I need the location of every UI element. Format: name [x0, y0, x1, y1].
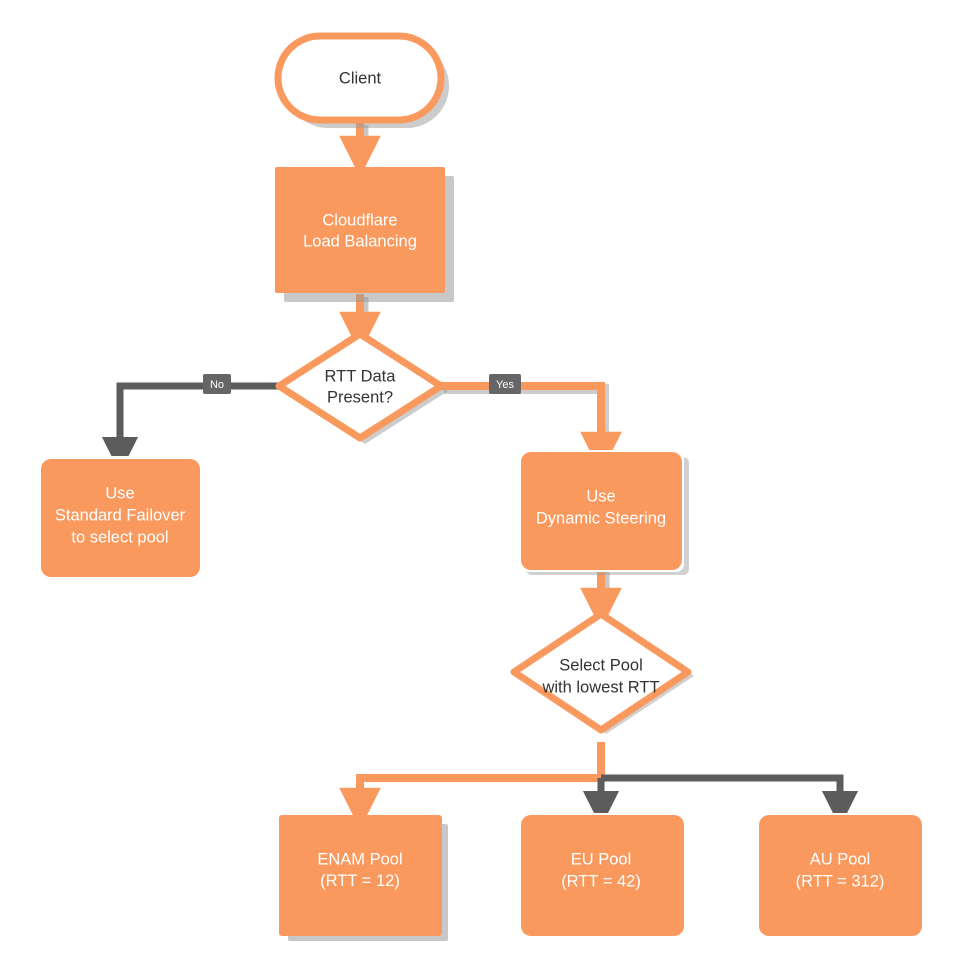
edge-label-box-no — [203, 374, 231, 394]
node-label-select-pool-line2: with lowest RTT — [541, 678, 659, 696]
node-eu-pool[interactable]: EU Pool (RTT = 42) — [519, 813, 686, 938]
edge-line — [601, 774, 859, 828]
edge-line — [339, 742, 605, 830]
edge-select-pool-to-enam-pool — [339, 742, 605, 830]
node-label-dynamic-steering-line1: Use — [586, 487, 615, 505]
node-enam-pool[interactable]: ENAM Pool (RTT = 12) — [279, 815, 448, 941]
edge-dynamic-steering-to-select-pool — [580, 568, 622, 630]
node-label-standard-failover-line2: Standard Failover — [55, 506, 186, 524]
enam-paren-close: ) — [394, 872, 400, 890]
node-label-au-pool-line1: AU Pool — [810, 850, 871, 868]
node-body — [275, 330, 445, 442]
node-label-cloudflare-line1: Cloudflare — [322, 211, 397, 229]
edge-shadow — [444, 384, 609, 455]
node-rtt-data-present[interactable]: RTT Data Present? — [275, 330, 448, 444]
node-label-au-pool-line2: (RTT = 312) — [796, 872, 885, 890]
node-body — [279, 815, 442, 936]
enam-rtt-emphasis: RTT = 12 — [326, 872, 395, 890]
node-body — [510, 610, 692, 734]
node-label-dynamic-steering-line2: Dynamic Steering — [536, 509, 666, 527]
node-label-eu-pool-line2: (RTT = 42) — [561, 872, 641, 890]
node-body — [275, 167, 445, 293]
node-body — [521, 452, 682, 570]
node-body — [759, 815, 922, 936]
edge-line — [438, 382, 622, 474]
edge-label-no: No — [210, 379, 224, 391]
node-body — [274, 32, 445, 124]
node-body — [41, 459, 200, 577]
node-cloudflare-load-balancing[interactable]: Cloudflare Load Balancing — [275, 167, 454, 302]
edge-line — [101, 382, 283, 474]
edge-rtt-decision-yes-to-dynamic-steering: Yes — [438, 374, 622, 474]
node-label-standard-failover-line1: Use — [105, 484, 134, 502]
enam-paren-open: ( — [320, 872, 326, 890]
node-client[interactable]: Client — [274, 32, 449, 128]
node-label-enam-pool-line1: ENAM Pool — [317, 850, 402, 868]
node-body — [521, 815, 684, 936]
edge-client-to-cloudflare — [339, 122, 381, 178]
edge-label-box-yes — [489, 374, 521, 394]
node-label-rtt-present-line2: Present? — [327, 388, 393, 406]
node-label-cloudflare-line2: Load Balancing — [303, 232, 417, 250]
node-label-client: Client — [339, 69, 382, 87]
node-label-select-pool-line1: Select Pool — [559, 656, 642, 674]
edge-layer: Standard Failover (gray, goes left then … — [101, 122, 859, 830]
node-label-standard-failover-line3: to select pool — [71, 528, 168, 546]
node-label-enam-pool-line2: (RTT = 12) — [320, 872, 400, 890]
edge-label-yes: Yes — [496, 379, 514, 391]
node-standard-failover[interactable]: Use Standard Failover to select pool — [38, 456, 203, 580]
node-select-pool-lowest-rtt[interactable]: Select Pool with lowest RTT — [510, 610, 694, 734]
node-dynamic-steering[interactable]: Use Dynamic Steering — [519, 450, 689, 575]
edge-rtt-decision-no-to-standard-failover: No — [101, 374, 283, 474]
node-label-eu-pool-line1: EU Pool — [571, 850, 632, 868]
node-label-rtt-present-line1: RTT Data — [325, 367, 397, 385]
edge-select-pool-to-au-pool — [601, 774, 859, 828]
node-au-pool[interactable]: AU Pool (RTT = 312) — [757, 813, 924, 938]
